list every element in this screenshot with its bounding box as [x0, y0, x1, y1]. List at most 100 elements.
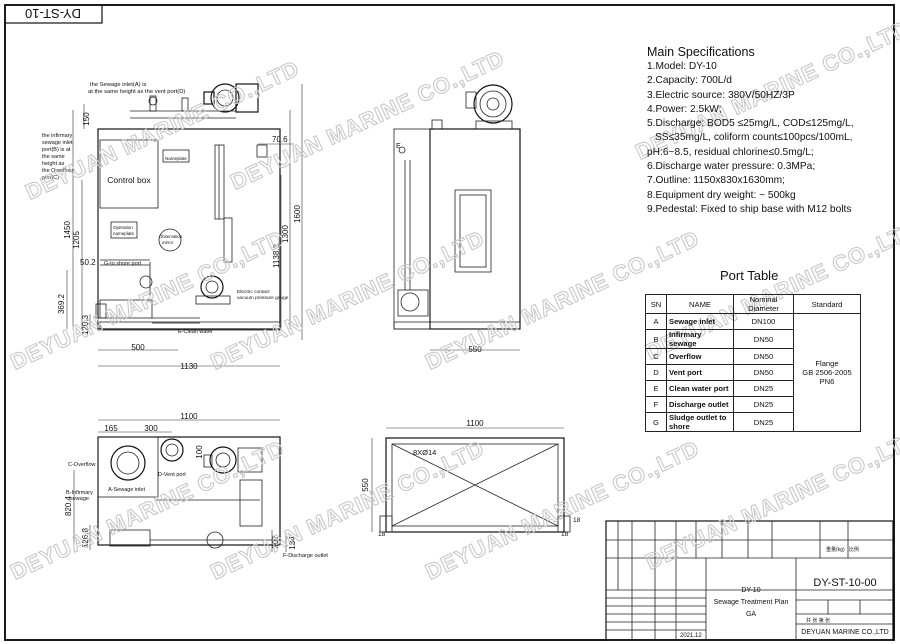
b-infirmary-label-2: sewage [70, 496, 89, 502]
front-view: Control box Nameplate Operation nameplat… [42, 82, 303, 371]
row-dn: DN25 [733, 396, 794, 413]
drawing-name-3: GA [746, 611, 756, 618]
spec-line: 1.Model: DY-10 [647, 61, 717, 72]
header-nominal-diameter: Nominal Diameter [733, 294, 794, 314]
operation-nameplate-label-2: nameplate [113, 231, 135, 236]
note-infirmary-1: the infirmary [42, 133, 73, 139]
f-discharge-label: F-Discharge outlet [283, 553, 328, 559]
company-name: DEYUAN MARINE CO.,LTD [801, 629, 888, 636]
b-infirmary-label-1: B-Infirmary [66, 490, 93, 496]
row-name: Discharge outlet [666, 396, 734, 413]
main-specifications: Main Specifications 1.Model: DY-10 2.Cap… [647, 44, 897, 217]
spec-line: 6.Discharge water pressure: 0.3MPa; [647, 161, 816, 173]
dim-1450: 1450 [63, 221, 72, 239]
dim-369-2: 369.2 [57, 293, 66, 314]
row-dn: DN50 [733, 329, 794, 349]
dim-1205: 1205 [72, 231, 81, 249]
title-block: DY-10 Sewage Treatment Plan GA DY-ST-10-… [605, 520, 894, 641]
dim-500: 500 [131, 343, 145, 352]
drawing-code-box [4, 4, 103, 24]
header-name: NAME [666, 294, 734, 314]
header-standard: Standard [793, 294, 861, 314]
note-infirmary-3: port(B) is at [42, 147, 71, 153]
scale-label: 比例 [849, 546, 859, 553]
observation-mirror-label-2: mirror [162, 240, 174, 245]
electric-contact-label-2: vacuum pressure gauge [237, 295, 289, 301]
drawing-number: DY-ST-10-00 [813, 577, 876, 589]
table-row: F Discharge outlet DN25 [645, 396, 861, 413]
row-standard: Flange GB 2506-2005 PN6 [793, 313, 861, 432]
top-dim-100: 100 [195, 445, 204, 459]
note-infirmary-4: the same [42, 154, 65, 160]
note-infirmary-5: height as [42, 161, 65, 167]
electric-contact-label-1: Electric contact [237, 289, 270, 295]
spec-line: 4.Power: 2.5kW; [647, 103, 722, 115]
top-dim-300: 300 [144, 424, 158, 433]
dim-1300: 1300 [281, 225, 290, 243]
row-sn: G [645, 412, 667, 432]
table-row: B Infirmary sewage DN50 [645, 329, 861, 349]
row-dn: DN25 [733, 380, 794, 397]
top-dim-134: 134 [288, 536, 297, 550]
control-box [99, 139, 159, 209]
top-dim-1100: 1100 [180, 412, 198, 421]
standard-line-1: Flange [815, 359, 839, 368]
row-sn: B [645, 329, 667, 349]
e-clean-water-label: E-Clean water [178, 329, 213, 335]
port-table-title: Port Table [720, 268, 779, 283]
drawing-code: DY-ST-10 [25, 6, 81, 21]
spec-line: SS≤35mg/L, coliform count≤100pcs/100mL, [655, 132, 853, 144]
table-row: A Sewage inlet DN100 Flange GB 2506-2005… [645, 313, 861, 432]
base-view: 1100 8XØ14 550 18 18 18 [361, 419, 581, 538]
spec-line: 9.Pedestal: Fixed to ship base with M12 … [647, 203, 852, 215]
operation-nameplate-label-1: Operation [113, 225, 133, 230]
note-infirmary-7: port(C) [42, 175, 59, 181]
row-dn: DN50 [733, 364, 794, 381]
row-name: Overflow [666, 348, 734, 365]
row-sn: F [645, 396, 667, 413]
note-infirmary-6: the Overflow [42, 168, 73, 174]
row-name: Clean water port [666, 380, 734, 397]
g-to-shore-label: G-to shore port [104, 261, 141, 267]
row-name: Sewage inlet [666, 313, 734, 330]
drawing-date: 2021.12 [680, 633, 702, 639]
row-dn: DN25 [733, 412, 794, 432]
nameplate-label: Nameplate [165, 156, 187, 161]
sheet-label: 共 张 第 张 [806, 617, 830, 624]
row-name: Sludge outlet to shore [666, 412, 734, 432]
row-sn: C [645, 348, 667, 365]
row-sn: E [645, 380, 667, 397]
spec-line: 8.Equipment dry weight: ~ 500kg [647, 189, 796, 201]
row-name: Infirmary sewage [666, 329, 734, 349]
side-dim-550: 550 [468, 345, 482, 354]
d-vent-label: D-Vent port [158, 472, 186, 478]
drawing-name-1: DY-10 [741, 587, 760, 594]
weight-label: 重量(kg) [826, 546, 845, 553]
row-dn: DN100 [733, 313, 794, 330]
drawing-name-2: Sewage Treatment Plan [714, 599, 789, 606]
port-table: SN NAME Nominal Diameter Standard A Sewa… [645, 294, 861, 432]
dim-1130: 1130 [180, 362, 198, 371]
side-e-label: E [396, 143, 401, 150]
note-sewage-inlet-1: the Sewage inlet(A) is [90, 82, 146, 88]
row-name: Vent port [666, 364, 734, 381]
table-row: G Sludge outlet to shore DN25 [645, 412, 861, 432]
dim-1600: 1600 [293, 205, 302, 223]
note-infirmary-2: sewage inlet [42, 140, 73, 146]
drawing-frame [4, 4, 895, 641]
spec-line: pH:6~8.5, residual chlorine≤0.5mg/L; [647, 146, 814, 158]
row-dn: DN50 [733, 348, 794, 365]
row-sn: D [645, 364, 667, 381]
spec-line: 5.Discharge: BOD5 ≤25mg/L, COD≤125mg/L, [647, 118, 854, 130]
top-view: 1100 165 300 100 C-Overflow B-Infirmary … [64, 412, 328, 559]
dim-150: 150 [82, 112, 91, 126]
c-overflow-label: C-Overflow [68, 462, 96, 468]
base-dim-18-a: 18 [378, 531, 386, 538]
specs-title: Main Specifications [647, 45, 755, 59]
base-dim-18-c: 18 [573, 517, 581, 524]
top-dim-820-4: 820.4 [64, 495, 73, 516]
top-dim-126-8: 126.8 [81, 527, 90, 548]
base-dim-1100: 1100 [466, 419, 484, 428]
base-holes-label: 8XØ14 [413, 448, 436, 457]
